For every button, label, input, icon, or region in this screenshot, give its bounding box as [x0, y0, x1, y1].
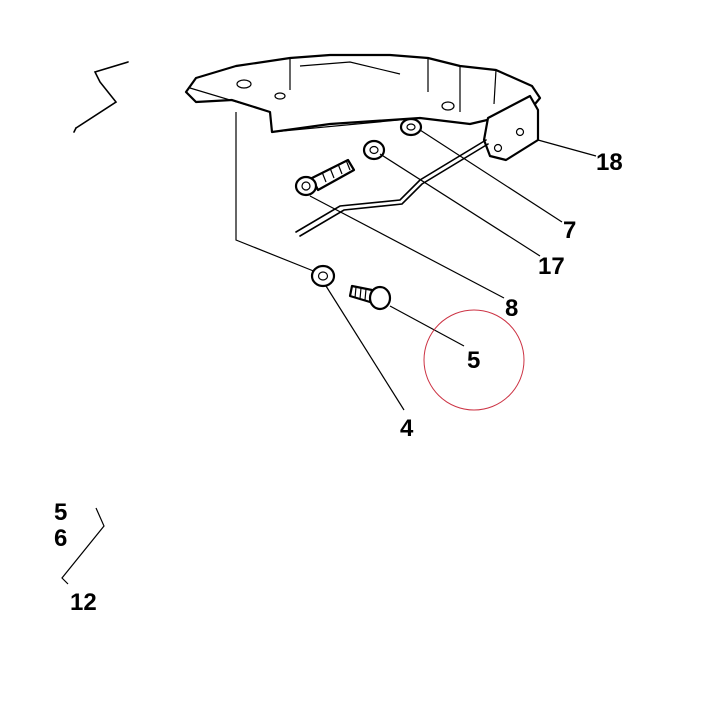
callout-7: 7: [563, 217, 576, 244]
callout-12: 12: [70, 589, 97, 616]
washer-4: [310, 264, 336, 288]
leader-lines: [61, 129, 597, 585]
washer-7: [399, 117, 423, 137]
callout-18: 18: [596, 149, 623, 176]
callout-partial-a: 5: [54, 499, 67, 526]
bolt-8: [294, 158, 356, 197]
callout-8: 8: [505, 295, 518, 322]
washer-17: [362, 139, 386, 161]
highlight-circle: [423, 309, 525, 411]
crank-handle: [73, 61, 129, 133]
mounting-ear: [482, 94, 540, 162]
callout-5: 5: [467, 347, 480, 374]
guide-line: [235, 112, 317, 273]
callout-4: 4: [400, 415, 414, 442]
callout-17: 17: [538, 253, 565, 280]
linkage-rod: [295, 139, 489, 237]
callout-partial-b: 6: [54, 525, 67, 552]
bolt-5: [348, 284, 392, 311]
bracket-frame: [184, 53, 542, 134]
